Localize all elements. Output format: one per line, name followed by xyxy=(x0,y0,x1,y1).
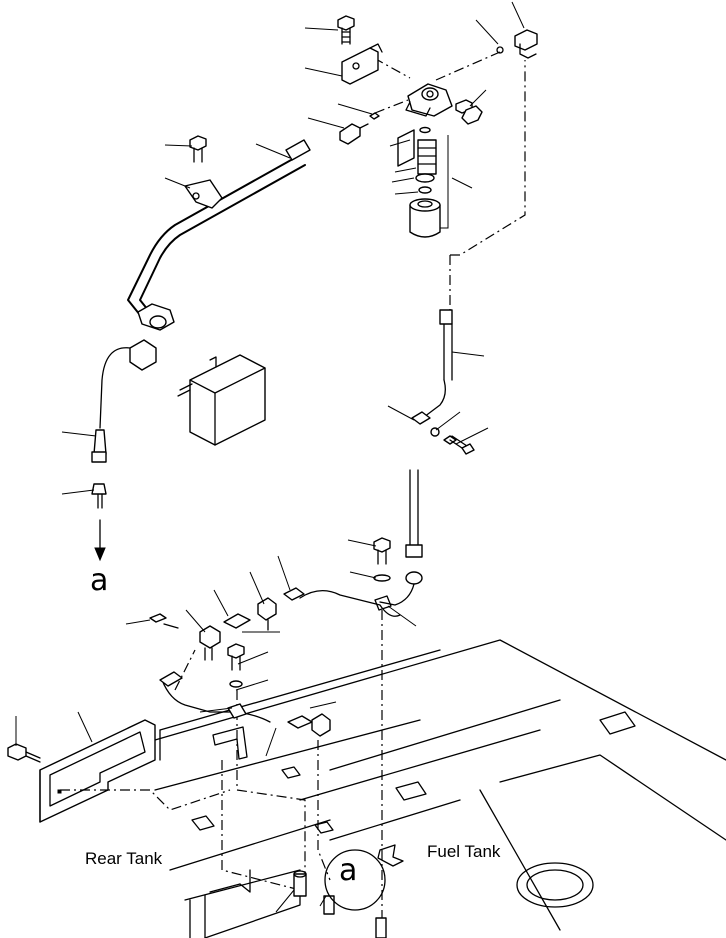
drain-plug xyxy=(455,99,483,125)
o-ring xyxy=(415,126,435,194)
vertical-tube-upper xyxy=(411,309,475,455)
lower-bolt-2 xyxy=(227,643,245,688)
arrow-down-icon xyxy=(94,519,106,562)
wire-clip xyxy=(159,671,271,723)
control-box xyxy=(177,354,266,446)
filter-cartridge xyxy=(409,198,441,238)
vertical-tube-lower xyxy=(379,469,423,606)
filter-head xyxy=(405,83,453,117)
mounting-bracket xyxy=(341,43,383,85)
sensor-connector xyxy=(91,339,157,509)
cover-plate-bolt xyxy=(7,743,41,763)
tank-bottom-fittings xyxy=(293,849,387,938)
small-nipple xyxy=(339,112,380,145)
fuel-tank-body xyxy=(154,639,726,931)
reference-mark-a-top: a xyxy=(90,563,109,598)
fuel-tank-label: Fuel Tank xyxy=(427,842,501,861)
assembly-center-lines xyxy=(60,51,526,925)
reference-mark-a-bottom: a xyxy=(339,853,358,888)
cover-plate xyxy=(39,719,156,823)
top-bolt xyxy=(337,15,355,45)
banjo-fitting xyxy=(496,29,538,59)
pipe-clamp xyxy=(184,135,223,209)
rear-tank-body xyxy=(154,649,441,938)
callout-leaders xyxy=(15,1,525,913)
filter-element xyxy=(397,129,437,175)
fuel-pipe-upper xyxy=(127,139,311,331)
rear-tank-label: Rear Tank xyxy=(85,849,163,868)
wire-harness xyxy=(149,587,401,661)
lower-bolt xyxy=(373,537,391,582)
lower-sensor xyxy=(287,713,331,737)
